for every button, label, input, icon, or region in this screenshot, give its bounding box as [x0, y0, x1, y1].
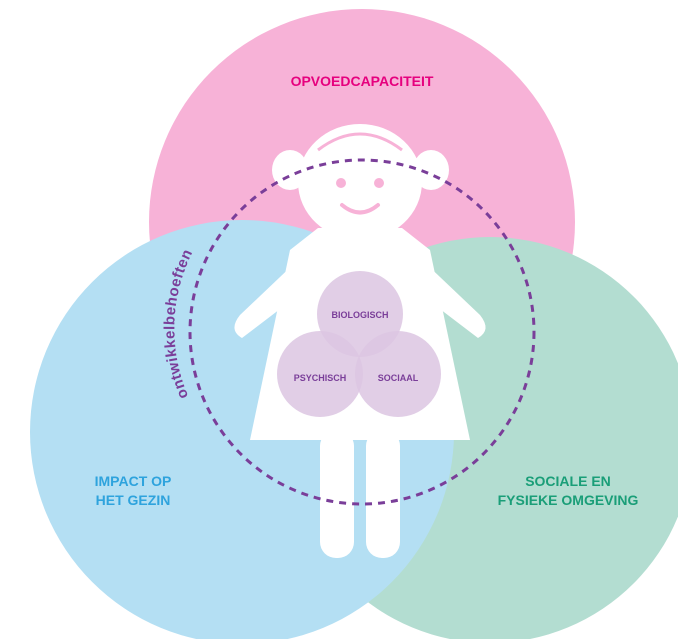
inner-circle-sociaal: [355, 331, 441, 417]
label-opvoedcapaciteit: OPVOEDCAPACITEIT: [291, 73, 434, 89]
label-impact-line1: IMPACT OP: [95, 473, 172, 489]
label-sociale-line2: FYSIEKE OMGEVING: [498, 492, 639, 508]
child-face: [317, 132, 403, 215]
label-sociaal: SOCIAAL: [378, 373, 419, 383]
label-psychisch: PSYCHISCH: [294, 373, 347, 383]
inner-venn: [277, 271, 441, 417]
inner-circle-psychisch: [277, 331, 363, 417]
ontwikkelbehoeften-ring: [188, 158, 536, 506]
label-sociale-line1: SOCIALE EN: [525, 473, 611, 489]
label-impact-line2: HET GEZIN: [96, 492, 171, 508]
label-biologisch: BIOLOGISCH: [331, 310, 388, 320]
